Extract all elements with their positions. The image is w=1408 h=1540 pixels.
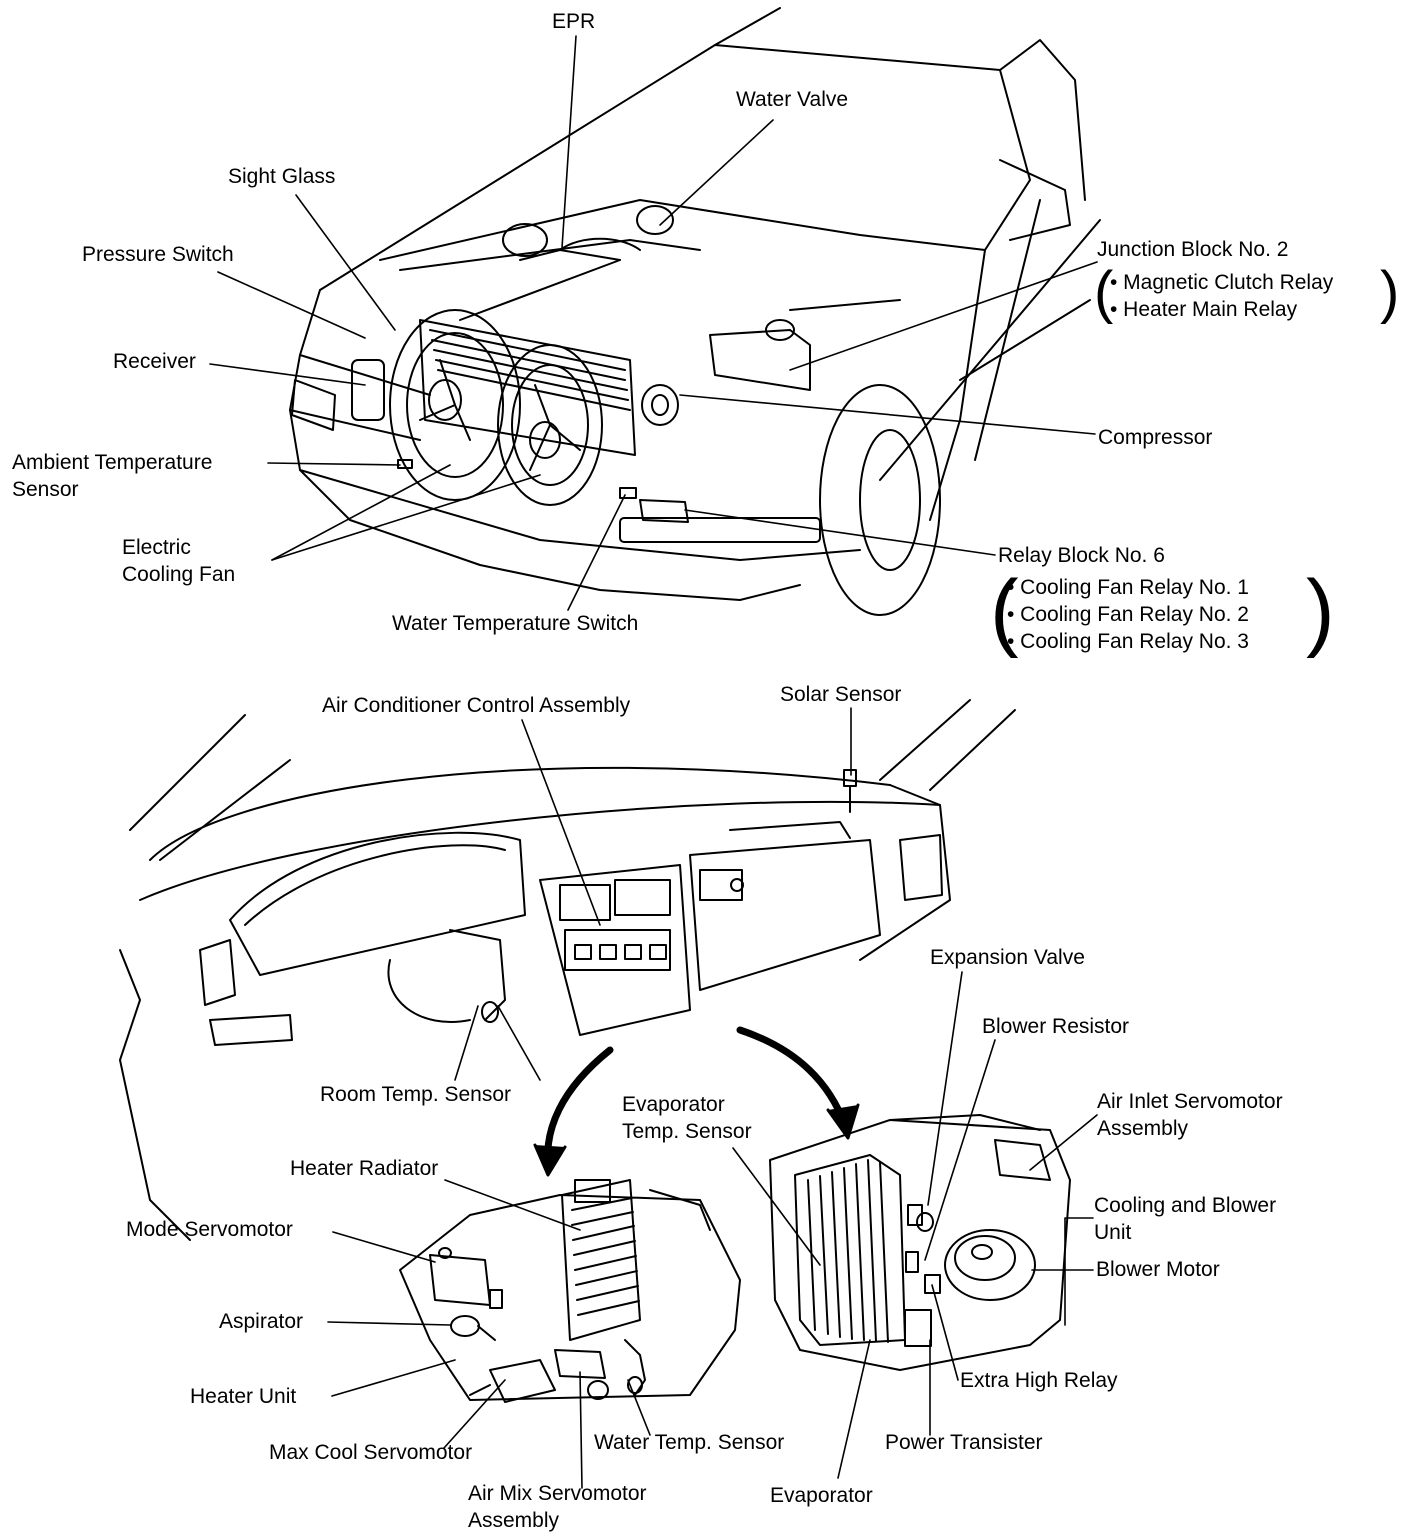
label-sight-glass: Sight Glass — [228, 165, 336, 188]
label-aspirator: Aspirator — [219, 1310, 304, 1333]
car-front-drawing — [289, 7, 1101, 616]
label-air-mix-servomotor-assembly: Air Mix Servomotor Assembly — [468, 1482, 647, 1532]
list-relay-block-items: • Cooling Fan Relay No. 1 • Cooling Fan … — [1007, 576, 1249, 653]
bracket-left-junction: ( — [1094, 260, 1114, 325]
label-receiver: Receiver — [113, 350, 196, 373]
label-epr: EPR — [552, 10, 596, 33]
label-air-inlet-servomotor-assembly: Air Inlet Servomotor Assembly — [1097, 1090, 1283, 1140]
leader-lines-engine — [209, 35, 1098, 611]
bracket-right-relay: ) — [1306, 563, 1335, 659]
label-electric-cooling-fan: Electric Cooling Fan — [122, 536, 236, 586]
list-junction-block-items: • Magnetic Clutch Relay • Heater Main Re… — [1110, 271, 1334, 321]
label-water-valve: Water Valve — [736, 88, 849, 111]
label-water-temperature-switch: Water Temperature Switch — [392, 612, 639, 635]
label-water-temp-sensor: Water Temp. Sensor — [594, 1431, 785, 1454]
label-cooling-and-blower-unit: Cooling and Blower Unit — [1094, 1194, 1277, 1244]
label-pressure-switch: Pressure Switch — [82, 243, 234, 266]
label-heater-radiator: Heater Radiator — [290, 1157, 439, 1180]
bracket-left-relay: ( — [990, 563, 1019, 659]
label-relay-block-no-6: Relay Block No. 6 — [998, 544, 1165, 567]
label-solar-sensor: Solar Sensor — [780, 683, 902, 706]
heater-unit-drawing — [399, 1179, 741, 1403]
bracket-right-junction: ) — [1380, 260, 1400, 325]
label-ambient-temperature-sensor: Ambient Temperature Sensor — [12, 451, 213, 501]
label-evaporator-temp-sensor: Evaporator Temp. Sensor — [622, 1093, 752, 1143]
label-heater-unit: Heater Unit — [190, 1385, 297, 1408]
label-power-transister: Power Transister — [885, 1431, 1043, 1454]
dashboard-drawing — [119, 699, 1016, 1241]
label-room-temp-sensor: Room Temp. Sensor — [320, 1083, 512, 1106]
label-extra-high-relay: Extra High Relay — [960, 1369, 1118, 1392]
label-ac-control-assembly: Air Conditioner Control Assembly — [322, 694, 631, 717]
label-blower-motor: Blower Motor — [1096, 1258, 1220, 1281]
label-expansion-valve: Expansion Valve — [930, 946, 1085, 969]
leader-lines-dashboard — [327, 707, 1098, 1489]
label-evaporator: Evaporator — [770, 1484, 873, 1507]
label-max-cool-servomotor: Max Cool Servomotor — [269, 1441, 473, 1464]
label-mode-servomotor: Mode Servomotor — [126, 1218, 293, 1241]
cooling-blower-unit-drawing — [769, 1114, 1071, 1371]
label-compressor: Compressor — [1098, 426, 1213, 449]
label-junction-block-no-2: Junction Block No. 2 — [1097, 238, 1289, 261]
label-blower-resistor: Blower Resistor — [982, 1015, 1130, 1038]
